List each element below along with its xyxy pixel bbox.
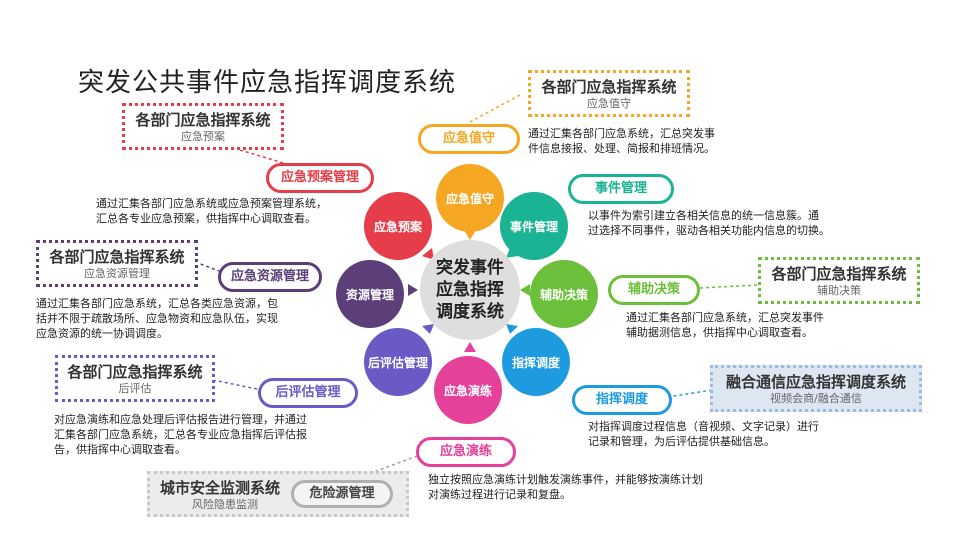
connector-eval	[212, 379, 263, 391]
system-subtitle: 应急值守	[587, 97, 631, 110]
description-line: 对指挥调度过程信息（音视频、文字记录）进行	[588, 420, 819, 433]
description-plan: 通过汇集各部门应急系统或应急预案管理系统， 汇总各专业应急预案，供指挥中心调取查…	[96, 196, 327, 226]
pill-decision[interactable]: 辅助决策	[608, 275, 700, 305]
circle-plan[interactable]: 应急预案	[364, 192, 432, 260]
description-line: 汇集各部门应急系统，汇总各专业应急指挥后评估报	[54, 428, 307, 441]
description-event: 以事件为索引建立各相关信息的统一信息簇。通 过选择不同事件，驱动各相关功能内信息…	[588, 208, 830, 238]
description-resource: 通过汇集各部门应急系统，汇总各类应急资源，包 括并不限于疏散场所、应急物资和应急…	[36, 296, 278, 341]
description-line: 过选择不同事件，驱动各相关功能内信息的切换。	[588, 224, 830, 237]
circle-eval[interactable]: 后评估管理	[364, 328, 432, 396]
system-title: 城市安全监测系统	[160, 479, 281, 497]
circle-duty[interactable]: 应急值守	[436, 164, 504, 232]
connector-dispatch	[667, 389, 713, 398]
center-line-1: 突发事件	[436, 258, 504, 278]
pill-drill[interactable]: 应急演练	[416, 437, 516, 467]
system-subtitle: 应急预案	[181, 130, 225, 143]
arrow-duty	[464, 230, 476, 240]
system-subtitle: 辅助决策	[817, 284, 861, 297]
center-circle[interactable]: 突发事件 应急指挥 调度系统	[420, 240, 520, 340]
arrow-eval	[422, 324, 434, 334]
system-title: 各部门应急指挥系统	[49, 248, 185, 266]
description-line: 通过汇集各部门应急系统，汇总突发事件	[626, 311, 824, 324]
arrow-decision	[520, 284, 530, 296]
system-title: 各部门应急指挥系统	[67, 363, 203, 381]
description-eval: 对应急演练和应急处理后评估报告进行管理，并通过 汇集各部门应急系统，汇总各专业应…	[54, 412, 307, 457]
circle-dispatch[interactable]: 指挥调度	[502, 328, 570, 396]
system-subtitle: 应急资源管理	[84, 267, 150, 280]
circle-event[interactable]: 事件管理	[500, 192, 568, 260]
pill-hazard[interactable]: 危险源管理	[291, 480, 393, 508]
description-line: 以事件为索引建立各相关信息的统一信息簇。通	[588, 209, 819, 222]
description-line: 通过汇集各部门应急系统，汇总各类应急资源，包	[36, 297, 278, 310]
pill-resource[interactable]: 应急资源管理	[218, 262, 322, 292]
arrow-event	[506, 248, 518, 258]
description-line: 辅助据测信息，供指挥中心调取查看。	[626, 326, 813, 339]
arrow-drill	[464, 342, 476, 352]
arrow-dispatch	[506, 324, 518, 334]
pill-event[interactable]: 事件管理	[568, 174, 674, 204]
pill-plan[interactable]: 应急预案管理	[266, 163, 374, 193]
description-drill: 独立按照应急演练计划触发演练事件，并能够按演练计划 对演练过程进行记录和复盘。	[428, 472, 703, 502]
system-subtitle: 后评估	[118, 382, 152, 395]
description-line: 通过汇集各部门应急系统或应急预案管理系统，	[96, 197, 327, 210]
description-line: 告，供指挥中心调取查看。	[54, 443, 186, 456]
circle-decision[interactable]: 辅助决策	[530, 260, 598, 328]
center-line-3: 调度系统	[436, 302, 504, 322]
description-line: 对演练过程进行记录和复盘。	[428, 488, 571, 501]
system-title: 各部门应急指挥系统	[135, 111, 271, 129]
page-title: 突发公共事件应急指挥调度系统	[78, 68, 457, 98]
system-box-dispatch: 融合通信应急指挥调度系统 视频会商/融合通信	[710, 365, 922, 412]
system-subtitle: 视频会商/融合通信	[770, 392, 862, 405]
description-decision: 通过汇集各部门应急系统，汇总突发事件 辅助据测信息，供指挥中心调取查看。	[626, 310, 824, 340]
circle-resource[interactable]: 资源管理	[336, 260, 404, 328]
system-title: 各部门应急指挥系统	[541, 78, 677, 96]
connector-hazard	[329, 454, 421, 489]
system-box-plan: 各部门应急指挥系统 应急预案	[122, 103, 284, 150]
description-line: 汇总各专业应急预案，供指挥中心调取查看。	[96, 212, 316, 225]
system-box-eval: 各部门应急指挥系统 后评估	[55, 355, 215, 402]
center-line-2: 应急指挥	[436, 280, 504, 300]
pill-dispatch[interactable]: 指挥调度	[572, 385, 672, 415]
description-line: 括并不限于疏散场所、应急物资和应急队伍，实现	[36, 312, 278, 325]
system-box-resource: 各部门应急指挥系统 应急资源管理	[36, 240, 198, 287]
description-line: 独立按照应急演练计划触发演练事件，并能够按演练计划	[428, 473, 703, 486]
system-title: 融合通信应急指挥调度系统	[725, 373, 906, 391]
connector-plan	[239, 149, 301, 169]
pill-eval[interactable]: 后评估管理	[258, 378, 358, 408]
description-line: 记录和管理，为后评估提供基础信息。	[588, 435, 775, 448]
system-subtitle: 风险隐患监测	[192, 498, 258, 511]
description-line: 件信息接报、处理、简报和排班情况。	[528, 142, 715, 155]
description-line: 通过汇集各部门应急系统，汇总突发事	[528, 127, 715, 140]
arrow-resource	[408, 284, 418, 296]
circle-drill[interactable]: 应急演练	[434, 356, 502, 424]
description-dispatch: 对指挥调度过程信息（音视频、文字记录）进行 记录和管理，为后评估提供基础信息。	[588, 419, 819, 449]
connector-resource	[194, 261, 223, 273]
pill-duty[interactable]: 应急值守	[418, 124, 520, 154]
description-line: 应急资源的统一协调调度。	[36, 327, 168, 340]
system-box-decision: 各部门应急指挥系统 辅助决策	[758, 257, 920, 304]
description-duty: 通过汇集各部门应急系统，汇总突发事 件信息接报、处理、简报和排班情况。	[528, 126, 715, 156]
system-title: 各部门应急指挥系统	[771, 265, 907, 283]
system-box-duty: 各部门应急指挥系统 应急值守	[528, 70, 690, 117]
description-line: 对应急演练和应急处理后评估报告进行管理，并通过	[54, 413, 307, 426]
